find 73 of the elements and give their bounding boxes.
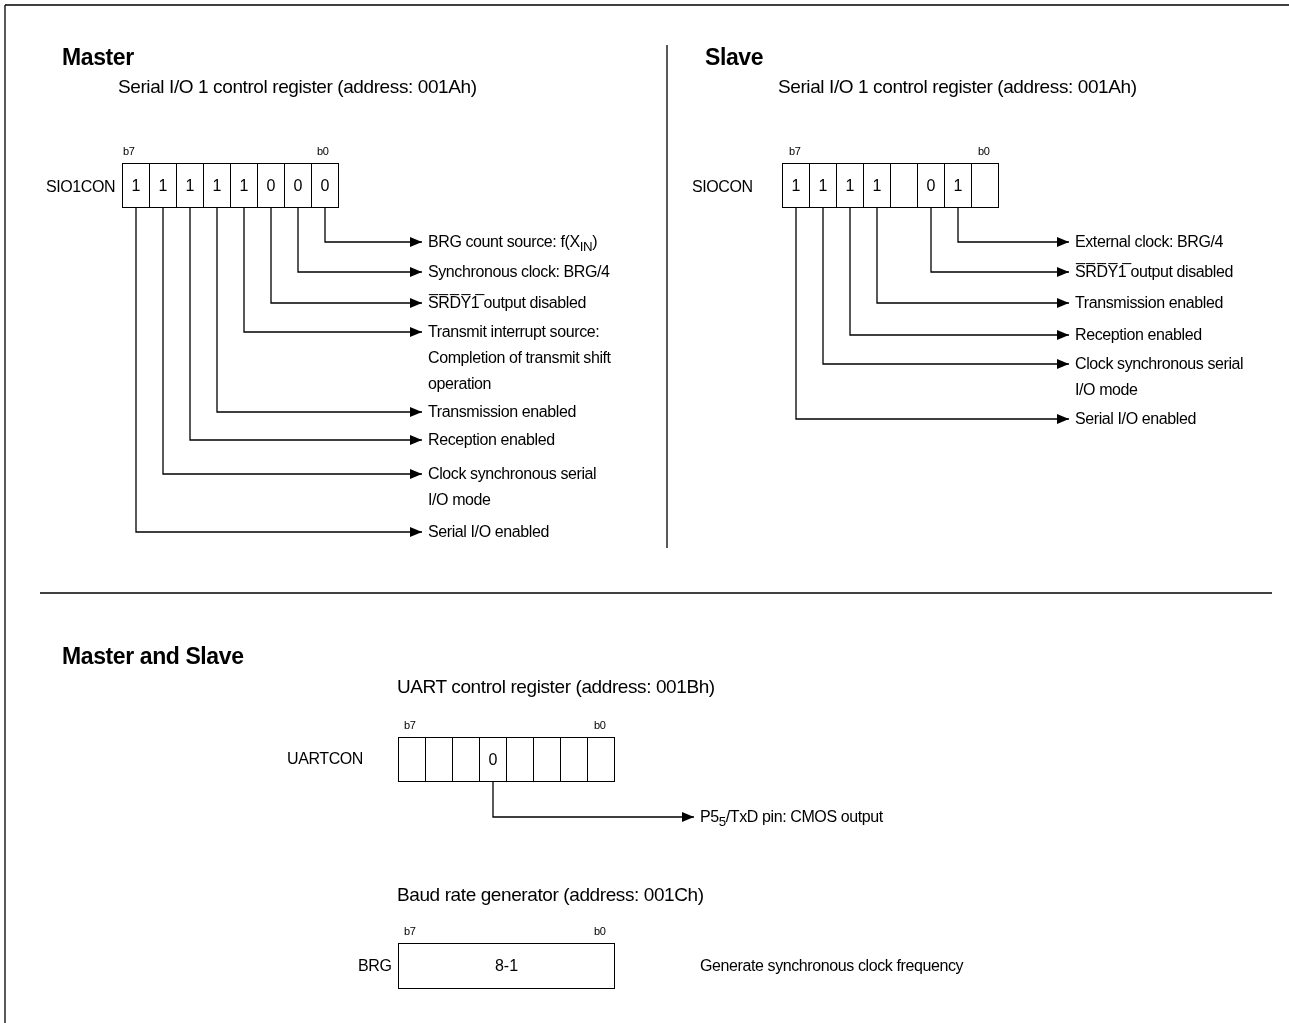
leader-arrow xyxy=(795,207,1070,424)
bit-description: Serial I/O enabled xyxy=(1075,406,1196,432)
bit-description: Clock synchronous serial I/O mode xyxy=(1075,351,1250,403)
bit-description: Reception enabled xyxy=(1075,322,1202,348)
bit-cell: 0 xyxy=(479,737,507,782)
bit-number: b0 xyxy=(594,719,606,731)
bit-cell: 0 xyxy=(311,163,339,208)
bit-description: Serial I/O enabled xyxy=(428,519,549,545)
bit-cell: 1 xyxy=(836,163,864,208)
leader-arrow xyxy=(930,207,1070,277)
leader-arrow xyxy=(243,207,423,337)
leader-arrow xyxy=(849,207,1070,340)
note-text: Generate synchronous clock frequency xyxy=(700,957,964,975)
leader-arrow xyxy=(876,207,1070,308)
register-title: Serial I/O 1 control register (address: 001Ah) xyxy=(118,76,477,98)
bit-number: b7 xyxy=(789,145,801,157)
bit-description: Reception enabled xyxy=(428,427,555,453)
leader-arrow xyxy=(957,207,1070,247)
register-title: Serial I/O 1 control register (address: 001Ah) xyxy=(778,76,1137,98)
bit-cell: 1 xyxy=(203,163,231,208)
bit-description: Transmission enabled xyxy=(1075,290,1223,316)
bit-cell xyxy=(452,737,480,782)
register-name: UARTCON xyxy=(287,750,364,768)
bit-description: BRG count source: f(X$_{IN}$) xyxy=(428,229,598,261)
bit-cell: 1 xyxy=(944,163,972,208)
bit-description: Transmit interrupt source: Completion of transmit shift operation xyxy=(428,319,668,397)
leader-arrow xyxy=(297,207,423,277)
register-title: Baud rate generator (address: 001Ch) xyxy=(397,884,704,906)
bit-description: Synchronous clock: BRG/4 xyxy=(428,259,610,285)
section-heading: Slave xyxy=(705,44,764,71)
leader-arrow xyxy=(216,207,423,417)
leader-arrow xyxy=(270,207,423,308)
bit-cell: 1 xyxy=(782,163,810,208)
bit-cell xyxy=(890,163,918,208)
leader-arrow xyxy=(135,207,423,537)
bit-number: b0 xyxy=(978,145,990,157)
bit-description: External clock: BRG/4 xyxy=(1075,229,1224,255)
bit-cell: 1 xyxy=(863,163,891,208)
bit-description: P5$_{5}$/TxD pin: CMOS output xyxy=(700,804,883,836)
leader-arrow xyxy=(822,207,1070,369)
section-heading: Master xyxy=(62,44,134,71)
bit-description: Clock synchronous serial I/O mode xyxy=(428,461,603,513)
register-name: SIO1CON xyxy=(46,178,116,196)
register-name: BRG xyxy=(358,957,392,975)
bit-cell: 1 xyxy=(176,163,204,208)
register-name: SIOCON xyxy=(692,178,753,196)
bit-description: S̅R̅D̅Y̅1̅ output disabled xyxy=(428,290,586,316)
bit-description: Transmission enabled xyxy=(428,399,576,425)
leader-arrow xyxy=(492,781,695,822)
bit-cell: 0 xyxy=(284,163,312,208)
bit-cell xyxy=(587,737,615,782)
bit-number: b7 xyxy=(123,145,135,157)
bit-cell xyxy=(425,737,453,782)
bit-cell: 1 xyxy=(230,163,258,208)
leader-arrow xyxy=(162,207,423,479)
register-box: 8-1 xyxy=(398,943,615,989)
register-title: UART control register (address: 001Bh) xyxy=(397,676,715,698)
bit-cell: 1 xyxy=(809,163,837,208)
bit-cell xyxy=(560,737,588,782)
leader-arrow xyxy=(189,207,423,445)
leader-arrow xyxy=(324,207,423,247)
section-heading: Master and Slave xyxy=(62,643,244,670)
bit-cell xyxy=(533,737,561,782)
bit-number: b7 xyxy=(404,719,416,731)
bit-description: S̅R̅D̅Y̅1̅ output disabled xyxy=(1075,259,1233,285)
bit-cell: 0 xyxy=(917,163,945,208)
bit-cell: 1 xyxy=(122,163,150,208)
bit-cell xyxy=(971,163,999,208)
bit-cell xyxy=(506,737,534,782)
bit-number: b0 xyxy=(317,145,329,157)
bit-cell xyxy=(398,737,426,782)
bit-cell: 1 xyxy=(149,163,177,208)
bit-cell: 0 xyxy=(257,163,285,208)
